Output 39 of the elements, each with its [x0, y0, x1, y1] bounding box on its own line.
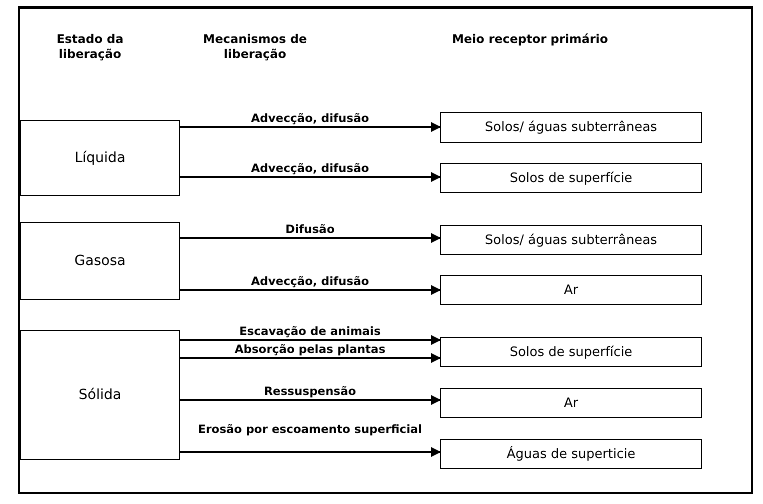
arrow [180, 353, 441, 363]
receptor-box [440, 225, 702, 255]
edge-label: Erosão por escoamento superficial [197, 423, 423, 436]
state-box [20, 222, 180, 300]
column-header: Estado da liberação [56, 32, 124, 62]
receptor-box [440, 337, 702, 367]
arrow [180, 395, 441, 405]
receptor-box [440, 388, 702, 418]
arrow [180, 233, 441, 243]
node-text: Águas de superticie [506, 446, 636, 462]
arrow [180, 172, 441, 182]
node-text: Ar [564, 396, 578, 410]
edge-label: Absorção pelas plantas [234, 343, 386, 356]
node-text: Solos de superfície [510, 170, 632, 186]
state-box [20, 330, 180, 460]
state-box [20, 120, 180, 196]
receptor-box [440, 275, 702, 305]
edge-label: Escavação de animais [238, 325, 382, 338]
node-text: Gasosa [74, 253, 126, 269]
receptor-box [440, 112, 702, 143]
edge-label: Difusão [284, 223, 336, 236]
arrow [180, 447, 441, 457]
edge-label: Advecção, difusão [250, 275, 370, 288]
node-text: Líquida [74, 150, 126, 166]
node-text: Ar [564, 282, 578, 298]
arrow [180, 122, 441, 132]
node-text: Solos/ águas subterrâneas [484, 120, 658, 135]
receptor-box [440, 439, 702, 469]
column-header: Meio receptor primário [450, 32, 610, 47]
edge-label: Advecção, difusão [250, 162, 370, 175]
node-text: Solos de superfície [510, 344, 632, 360]
receptor-box [440, 163, 702, 193]
arrow [180, 285, 441, 295]
edge-label: Advecção, difusão [250, 112, 370, 125]
arrow [180, 335, 441, 345]
node-text: Solos/ águas subterrâneas [484, 232, 658, 248]
edge-label: Ressuspensão [262, 385, 358, 398]
column-header: Mecanismos de liberação [202, 32, 308, 62]
node-text: Sólida [78, 387, 122, 403]
